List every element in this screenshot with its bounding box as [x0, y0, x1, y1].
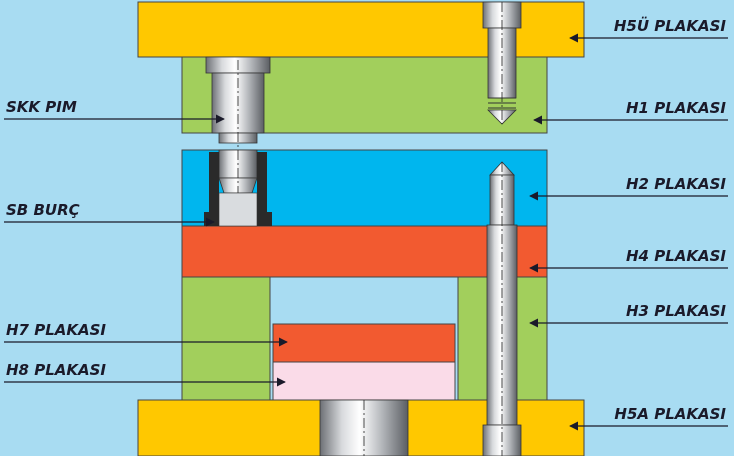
h4-plate: [181, 225, 548, 278]
label-h3-plate: H3 PLAKASI: [626, 302, 726, 320]
label-h5u-plate: H5Ü PLAKASI: [613, 17, 726, 35]
label-h8-plate: H8 PLAKASI: [6, 361, 106, 379]
h8-plate: [272, 361, 456, 401]
label-h4-plate: H4 PLAKASI: [626, 247, 726, 265]
h3-left-block: [181, 276, 271, 401]
label-h7-plate: H7 PLAKASI: [6, 321, 106, 339]
label-h5a-plate: H5A PLAKASI: [614, 405, 726, 423]
skk-pin: [205, 56, 271, 225]
leader-lines-left: [4, 114, 288, 387]
h7-plate: [272, 323, 456, 363]
label-h2-plate: H2 PLAKASI: [626, 175, 726, 193]
long-pin: [482, 161, 522, 456]
label-h1-plate: H1 PLAKASI: [626, 99, 726, 117]
label-sb-bushing: SB BURÇ: [6, 201, 80, 219]
top-screw: [482, 1, 522, 125]
label-skk-pin: SKK PIM: [6, 98, 77, 116]
leader-lines-right: [529, 33, 728, 431]
bottom-center-pin: [319, 399, 409, 456]
sb-bushing: [204, 152, 272, 227]
